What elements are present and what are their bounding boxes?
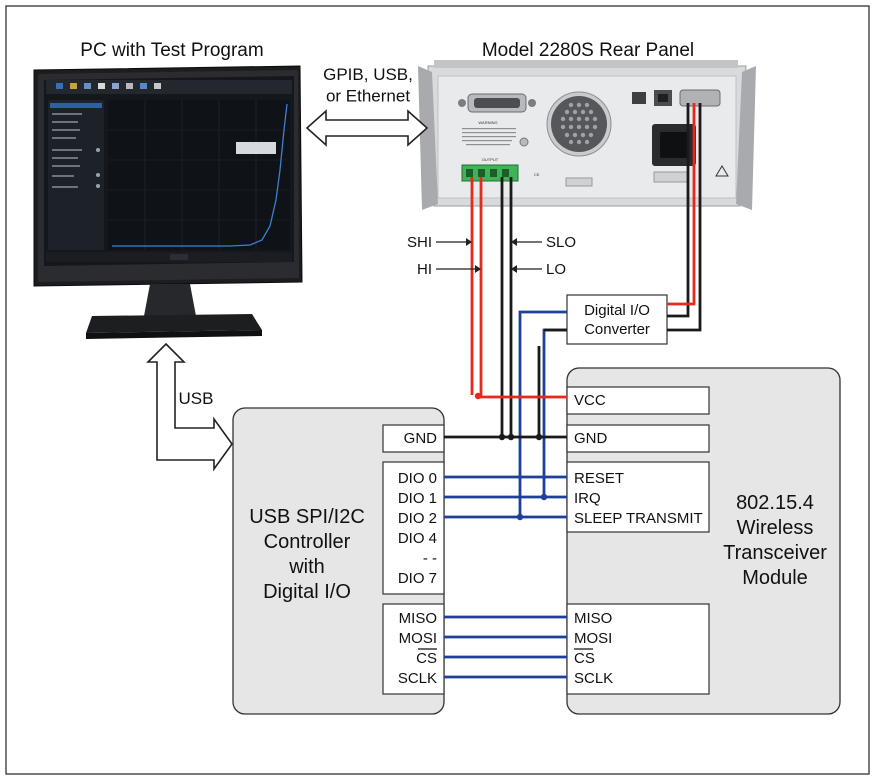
terminal-slo-label: SLO — [546, 234, 576, 251]
controller-spi-label: MOSI — [399, 630, 437, 647]
wire-dio-gnd-b — [667, 103, 702, 332]
module-io-box — [566, 461, 710, 533]
panel-output-text: OUTPUT — [482, 157, 499, 162]
module-io-label: RESET — [574, 470, 624, 487]
arrow-right-icon — [475, 265, 481, 273]
pc-title: PC with Test Program — [80, 40, 263, 61]
terminal-labels: SHI HI SLO LO — [407, 234, 576, 278]
module-io-label: SLEEP TRANSMIT — [574, 510, 703, 527]
arrow-left-icon — [511, 238, 517, 246]
controller-spi-label: CS — [416, 650, 437, 667]
module-spi-label: CS — [574, 650, 595, 667]
module-vcc-box — [566, 386, 710, 415]
rear-panel-title: Model 2280S Rear Panel — [482, 40, 694, 61]
pc-monitor — [33, 65, 303, 339]
terminal-lo-label: LO — [546, 261, 566, 278]
module-spi-label: MISO — [574, 610, 612, 627]
controller-spi-label: MISO — [399, 610, 437, 627]
controller-dio-label: DIO 4 — [398, 530, 437, 547]
arrow-left-icon — [511, 265, 517, 273]
arrow-right-icon — [466, 238, 472, 246]
controller-dio-label: DIO 2 — [398, 510, 437, 527]
usb-link-arrow — [146, 342, 233, 472]
controller-pin-labels: GND DIO 0 DIO 1 DIO 2 DIO 4 - - DIO 7 MI… — [398, 430, 437, 687]
junction-dot — [516, 513, 524, 521]
converter-box — [566, 294, 668, 345]
junction-dot — [498, 433, 506, 441]
junction-dot — [540, 493, 548, 501]
junction-dot — [507, 433, 515, 441]
controller-gnd-label: GND — [404, 430, 438, 447]
network-link-arrow — [305, 109, 429, 147]
panel-ce-mark: CE — [534, 172, 540, 177]
instrument-rear-panel: WARNING — [418, 60, 756, 210]
controller-dio-label: DIO 1 — [398, 490, 437, 507]
module-pin-labels: VCC GND RESET IRQ SLEEP TRANSMIT MISO MO… — [574, 392, 703, 687]
junction-dot — [474, 392, 482, 400]
module-gnd-box — [566, 424, 710, 453]
controller-spi-label: SCLK — [398, 670, 437, 687]
terminal-shi-label: SHI — [407, 234, 432, 251]
wire-dio-power — [667, 103, 696, 306]
controller-dio-label: DIO 0 — [398, 470, 437, 487]
usb-link-label: USB — [179, 389, 214, 408]
module-spi-label: MOSI — [574, 630, 612, 647]
module-gnd-label: GND — [574, 430, 608, 447]
screen-trace — [112, 103, 288, 247]
wiring — [444, 103, 702, 679]
wire-dio-gnd-a — [667, 103, 690, 318]
module-vcc-label: VCC — [574, 392, 606, 409]
junction-dot — [535, 433, 543, 441]
wire-converter-to-irq — [518, 310, 567, 517]
terminal-hi-label: HI — [417, 261, 432, 278]
caution-triangle-icon — [715, 165, 729, 177]
network-link-label: GPIB, USB,or Ethernet — [323, 65, 413, 105]
panel-warning-text: WARNING — [478, 120, 497, 125]
usb-port — [632, 92, 646, 104]
module-spi-label: SCLK — [574, 670, 613, 687]
controller-gnd-box — [382, 424, 445, 453]
module-io-label: IRQ — [574, 490, 601, 507]
controller-dio-label: DIO 7 — [398, 570, 437, 587]
controller-dio-label: - - — [423, 550, 437, 567]
controller-dio-box — [382, 461, 445, 595]
